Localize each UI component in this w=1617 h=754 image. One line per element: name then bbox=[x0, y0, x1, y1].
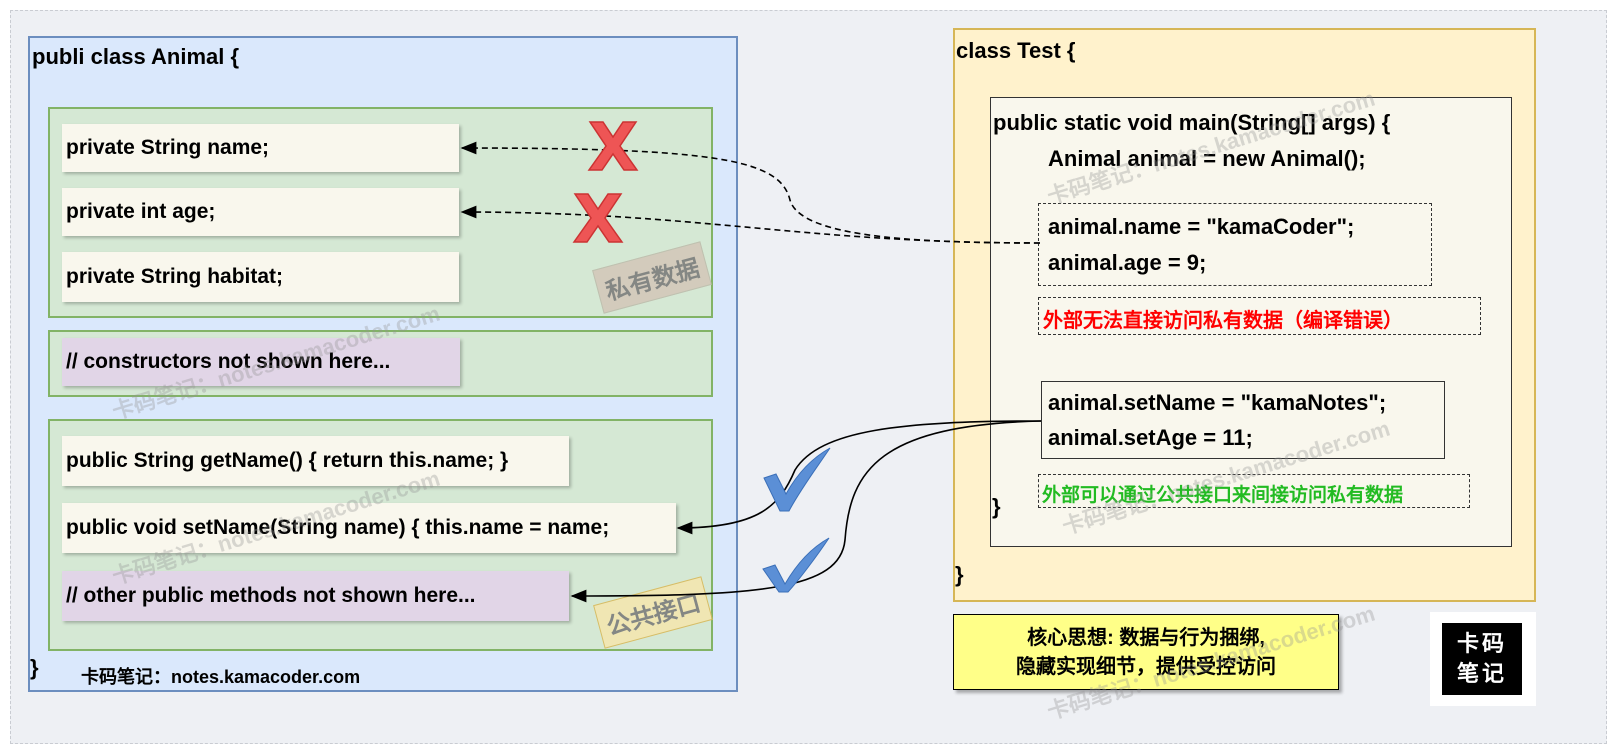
field-age: private int age; bbox=[62, 188, 459, 236]
test-class-header: class Test { bbox=[956, 38, 1076, 63]
direct-access-name: animal.name = "kamaCoder"; bbox=[1048, 214, 1355, 239]
animal-closing-brace: } bbox=[30, 655, 39, 680]
kamacoder-logo: 卡码 笔记 bbox=[1442, 623, 1522, 695]
method-getname: public String getName() { return this.na… bbox=[62, 436, 569, 486]
summary-line-2: 隐藏实现细节，提供受控访问 bbox=[1016, 656, 1276, 678]
method-setname: public void setName(String name) { this.… bbox=[62, 503, 676, 553]
field-habitat: private String habitat; bbox=[62, 252, 459, 302]
summary-line-1: 核心思想: 数据与行为捆绑, bbox=[1027, 627, 1265, 649]
error-note: 外部无法直接访问私有数据（编译错误） bbox=[1043, 310, 1403, 332]
setter-call-name: animal.setName = "kamaNotes"; bbox=[1048, 390, 1387, 415]
test-closing-brace: } bbox=[955, 562, 964, 587]
footer-note: 卡码笔记：notes.kamacoder.com bbox=[81, 667, 361, 687]
direct-access-age: animal.age = 9; bbox=[1048, 250, 1207, 275]
constructors-comment: // constructors not shown here... bbox=[62, 338, 460, 386]
main-signature: public static void main(String[] args) { bbox=[993, 110, 1391, 135]
instantiation-line: Animal animal = new Animal(); bbox=[1048, 146, 1366, 171]
field-name: private String name; bbox=[62, 124, 459, 172]
logo-line-1: 卡码 bbox=[1456, 631, 1507, 657]
success-note: 外部可以通过公共接口来间接访问私有数据 bbox=[1042, 485, 1404, 506]
direct-access-box bbox=[1038, 203, 1432, 286]
setter-call-age: animal.setAge = 11; bbox=[1048, 425, 1253, 450]
other-methods-comment: // other public methods not shown here..… bbox=[62, 571, 569, 621]
setter-calls-box bbox=[1041, 381, 1445, 459]
animal-class-header: publi class Animal { bbox=[32, 44, 240, 69]
logo-line-2: 笔记 bbox=[1456, 661, 1507, 687]
summary-box: 核心思想: 数据与行为捆绑, 隐藏实现细节，提供受控访问 bbox=[953, 614, 1339, 690]
error-note-box bbox=[1038, 297, 1481, 335]
main-closing-brace: } bbox=[992, 494, 1001, 519]
main-method-box bbox=[990, 97, 1512, 547]
